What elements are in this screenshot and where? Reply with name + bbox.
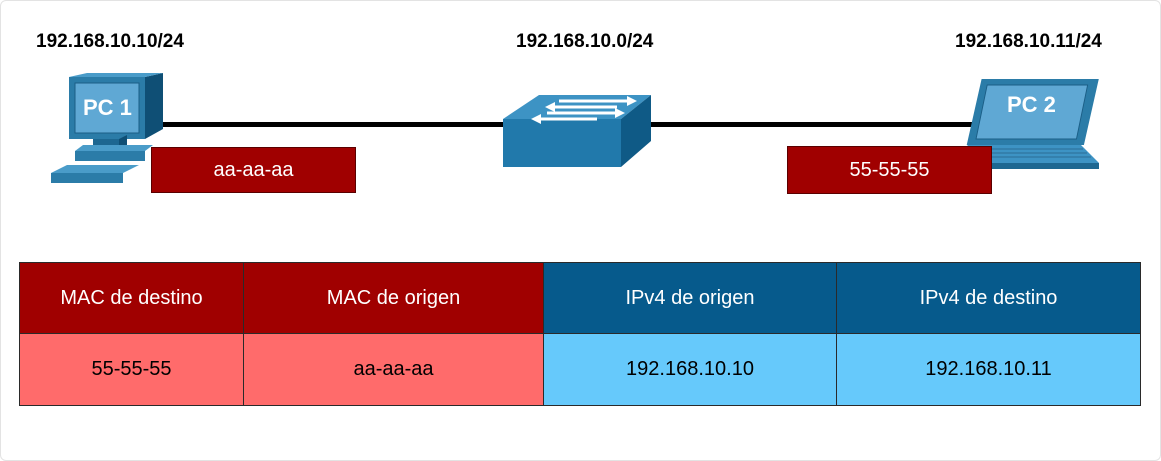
dest-ipv4-header: IPv4 de destino bbox=[836, 262, 1141, 334]
link-pc1-switch bbox=[161, 122, 506, 127]
pc1-ip-label: 192.168.10.10/24 bbox=[36, 31, 184, 52]
frame-header-row: MAC de destino MAC de origen IPv4 de ori… bbox=[19, 262, 1141, 334]
frame-value-row: 55-55-55 aa-aa-aa 192.168.10.10 192.168.… bbox=[19, 333, 1141, 406]
network-switch-icon bbox=[503, 95, 651, 167]
desktop-computer-icon bbox=[51, 73, 163, 183]
src-mac-header: MAC de origen bbox=[243, 262, 544, 334]
src-mac-value: aa-aa-aa bbox=[243, 333, 544, 406]
dest-mac-header: MAC de destino bbox=[19, 262, 244, 334]
src-ipv4-value: 192.168.10.10 bbox=[543, 333, 837, 406]
link-switch-pc2 bbox=[651, 122, 976, 127]
laptop-computer-icon bbox=[966, 79, 1099, 169]
pc1-mac-tag: aa-aa-aa bbox=[151, 147, 356, 193]
src-ipv4-header: IPv4 de origen bbox=[543, 262, 837, 334]
dest-mac-value: 55-55-55 bbox=[19, 333, 244, 406]
dest-ipv4-value: 192.168.10.11 bbox=[836, 333, 1141, 406]
pc2-ip-label: 192.168.10.11/24 bbox=[955, 31, 1102, 52]
frame-header-table: MAC de destino MAC de origen IPv4 de ori… bbox=[19, 262, 1141, 406]
pc2-mac-tag: 55-55-55 bbox=[787, 146, 992, 194]
network-address-label: 192.168.10.0/24 bbox=[516, 31, 654, 52]
pc1-name: PC 1 bbox=[83, 95, 132, 120]
pc2-name: PC 2 bbox=[1007, 92, 1056, 117]
